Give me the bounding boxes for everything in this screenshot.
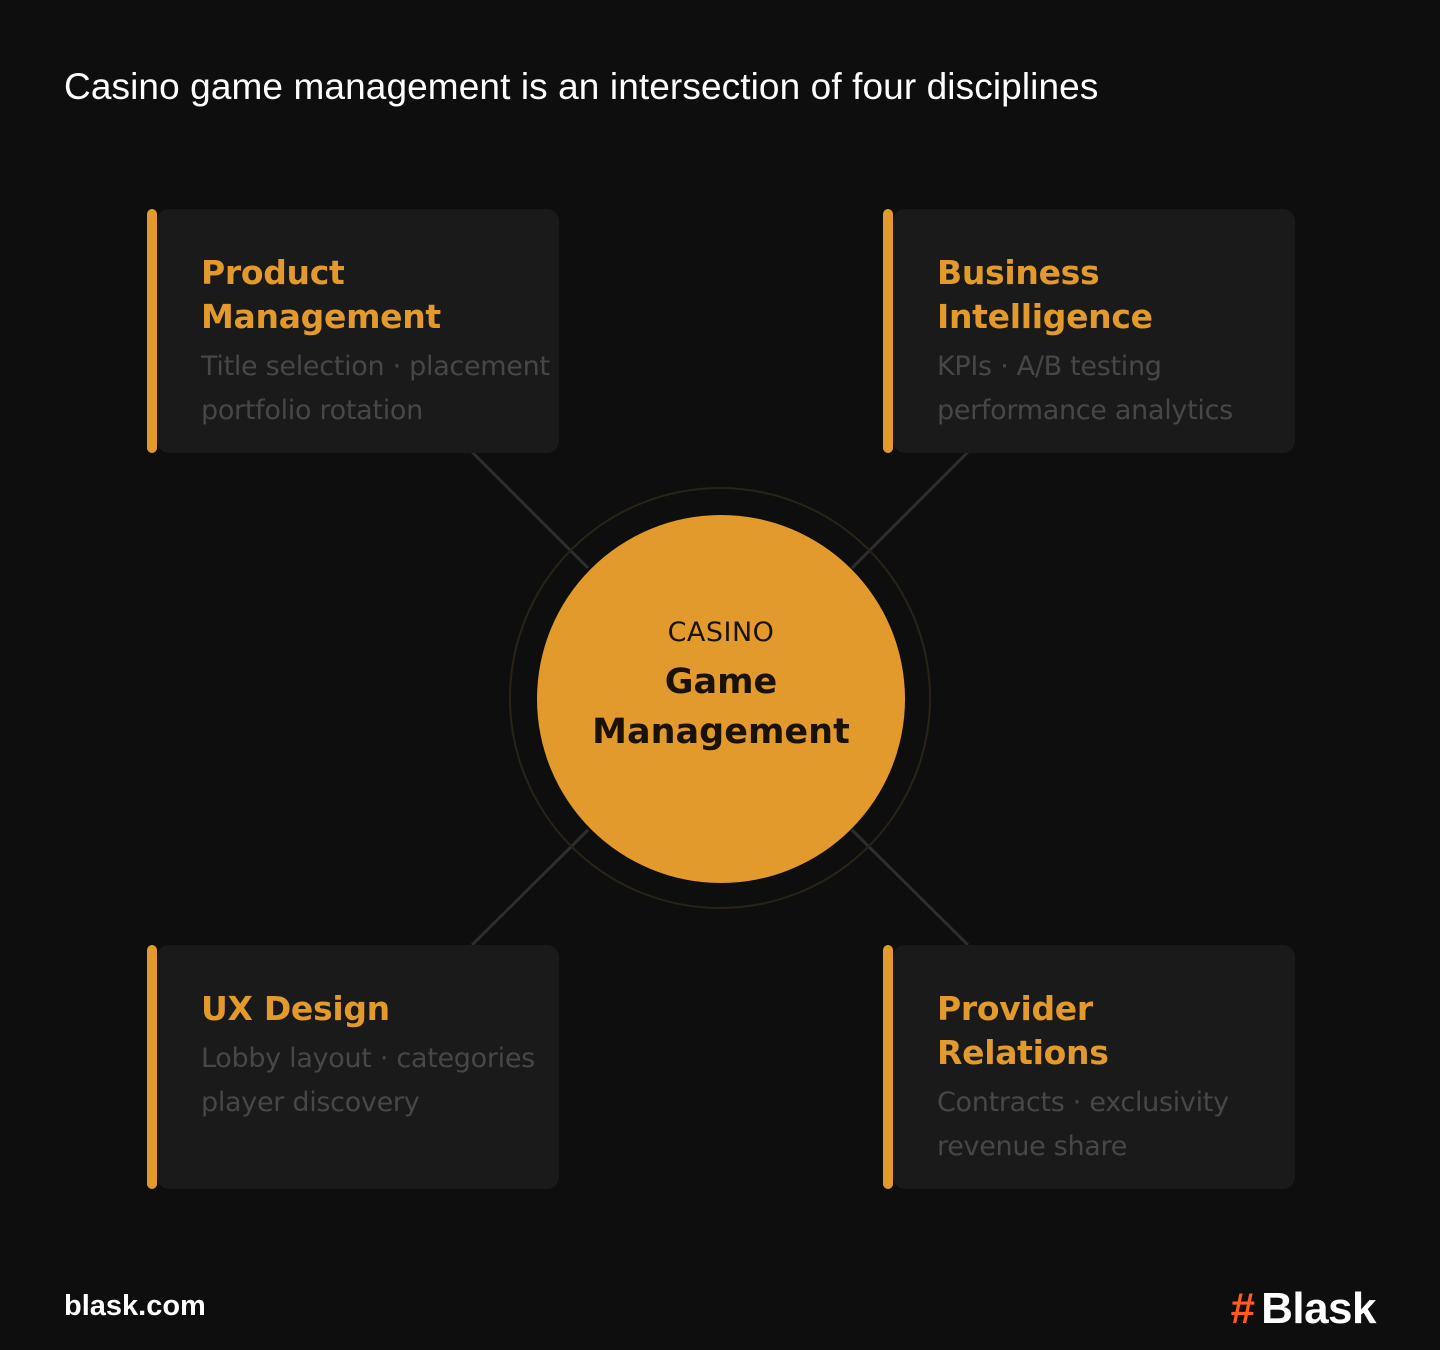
- card-description-line: KPIs · A/B testing: [937, 351, 1162, 382]
- card-description: Title selection · placement portfolio ro…: [201, 345, 550, 433]
- card-title-line: Relations: [937, 1033, 1109, 1072]
- card-description-line: revenue share: [937, 1131, 1128, 1162]
- card-title: Provider Relations: [937, 987, 1109, 1075]
- card-title-line: Management: [201, 297, 441, 336]
- card-accent-bar: [147, 945, 157, 1189]
- hub-title-line: Management: [592, 712, 850, 752]
- hub-eyebrow: CASINO: [667, 617, 775, 648]
- card-description-line: portfolio rotation: [201, 395, 423, 426]
- card-description-line: Title selection · placement: [201, 351, 550, 382]
- card-description: Lobby layout · categories player discove…: [201, 1037, 535, 1125]
- headline: Casino game management is an intersectio…: [64, 66, 1099, 107]
- card-description: KPIs · A/B testing performance analytics: [937, 345, 1233, 433]
- card-accent-bar: [883, 945, 893, 1189]
- hub-circle: CASINO Game Management: [537, 515, 905, 883]
- card-accent-bar: [147, 209, 157, 453]
- connector-line-top-left: [470, 450, 590, 570]
- hash-icon: #: [1230, 1284, 1256, 1333]
- brand-name: Blask: [1261, 1284, 1376, 1333]
- discipline-card-provider-relations: Provider Relations Contracts · exclusivi…: [883, 945, 1295, 1189]
- card-accent-bar: [883, 209, 893, 453]
- card-description-line: performance analytics: [937, 395, 1233, 426]
- card-title-line: Provider: [937, 989, 1093, 1028]
- connector-line-bottom-right: [850, 828, 970, 947]
- card-title-line: Intelligence: [937, 297, 1153, 336]
- hub-title: Game Management: [537, 657, 905, 757]
- discipline-card-ux-design: UX Design Lobby layout · categories play…: [147, 945, 559, 1189]
- hub-title-line: Game: [664, 662, 778, 702]
- card-description: Contracts · exclusivity revenue share: [937, 1081, 1229, 1169]
- card-description-line: Lobby layout · categories: [201, 1043, 535, 1074]
- connector-line-top-right: [850, 450, 970, 570]
- card-title-line: UX Design: [201, 989, 390, 1028]
- discipline-card-business-intelligence: Business Intelligence KPIs · A/B testing…: [883, 209, 1295, 453]
- connector-line-bottom-left: [470, 828, 590, 947]
- card-title: Business Intelligence: [937, 251, 1153, 339]
- card-description-line: Contracts · exclusivity: [937, 1087, 1229, 1118]
- card-title: UX Design: [201, 987, 390, 1031]
- card-title: Product Management: [201, 251, 441, 339]
- hub-outer-ring: [509, 487, 931, 909]
- discipline-card-product-management: Product Management Title selection · pla…: [147, 209, 559, 453]
- card-title-line: Business: [937, 253, 1100, 292]
- footer-url: blask.com: [64, 1290, 206, 1322]
- brand-logo: # Blask: [1230, 1282, 1377, 1336]
- card-description-line: player discovery: [201, 1087, 420, 1118]
- card-title-line: Product: [201, 253, 345, 292]
